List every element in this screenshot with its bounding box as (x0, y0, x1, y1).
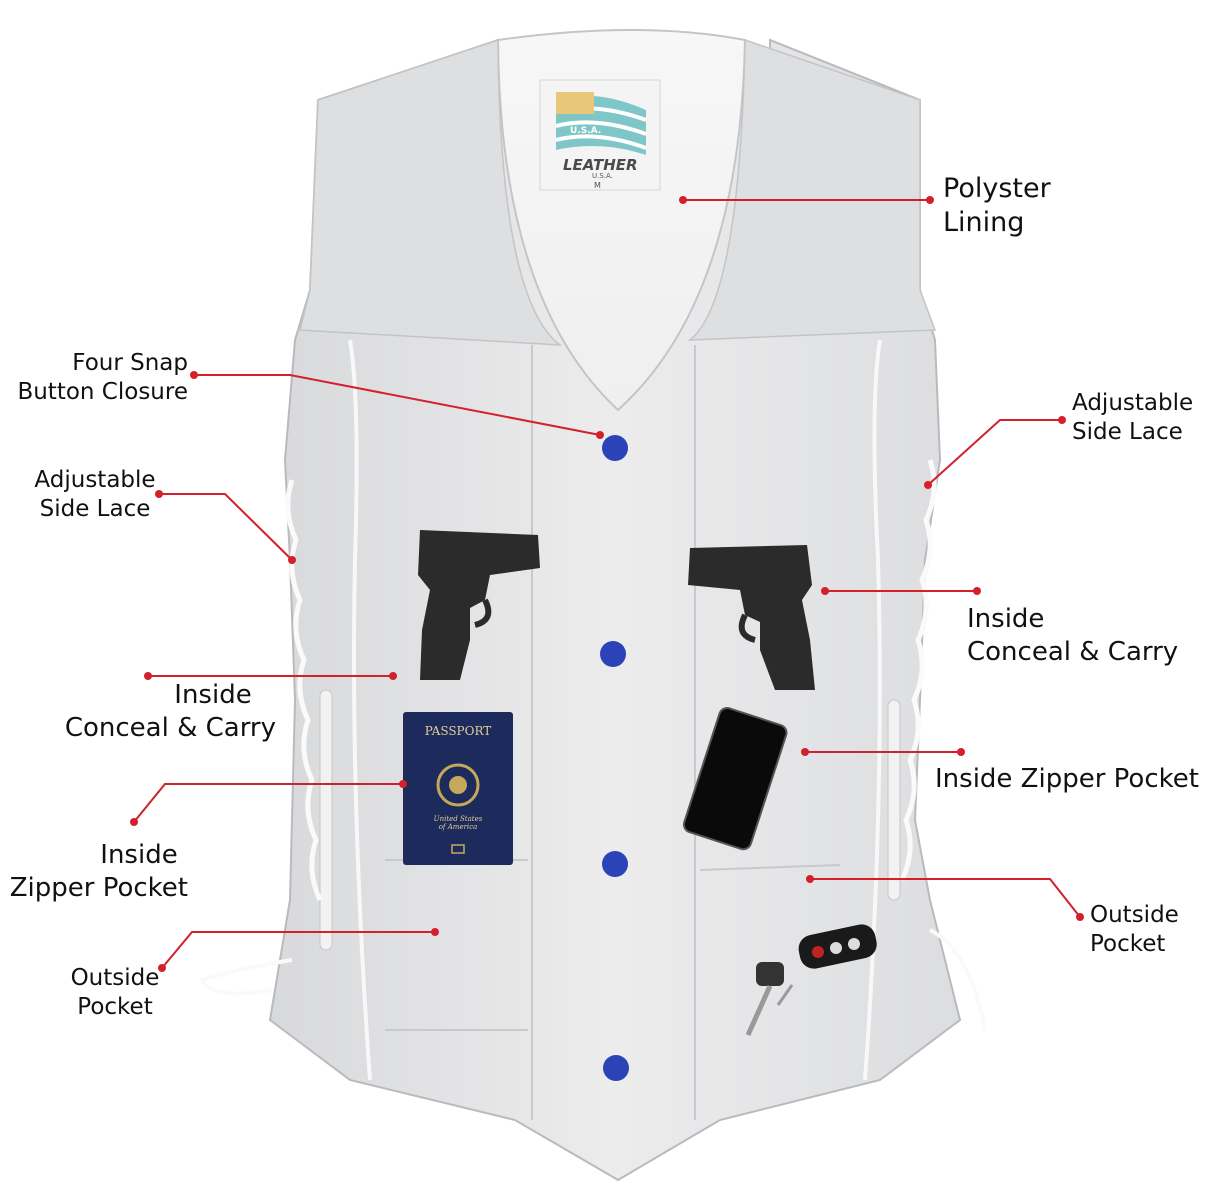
label-conceal-left: Inside Conceal & Carry (40, 679, 276, 745)
leader-side-lace-right-dot (1058, 416, 1066, 424)
smartphone-icon (682, 707, 788, 851)
label-conceal-right-line2: Conceal & Carry (967, 637, 1179, 667)
leader-snap-closure (194, 374, 601, 436)
passport-country-line2: of America (438, 823, 478, 831)
label-zipper-right: Inside Zipper Pocket (935, 763, 1199, 796)
label-snap-closure: Four Snap Button Closure (0, 349, 188, 407)
passport-country: United States of America (413, 815, 503, 831)
pistol-icon (418, 530, 540, 680)
leader-outside-left-dot (431, 928, 439, 936)
label-side-lace-right-line1: Adjustable (1072, 390, 1194, 416)
passport-country-line1: United States (433, 815, 483, 823)
leader-snap-closure-dot (596, 431, 604, 439)
leader-zipper-left-dot (399, 780, 407, 788)
label-conceal-right: Inside Conceal & Carry (967, 603, 1178, 669)
label-outside-left: Outside Pocket (50, 964, 180, 1022)
leader-conceal-left-dot (144, 672, 152, 680)
label-snap-closure-line1: Four Snap (72, 350, 188, 376)
brand-tag-size: M (594, 181, 601, 190)
leader-outside-right-dot (1076, 913, 1084, 921)
leader-side-lace-right-dot (924, 481, 932, 489)
leader-polyester-lining-dot (926, 196, 934, 204)
leader-snap-closure-dot (190, 371, 198, 379)
label-outside-left-line2: Pocket (77, 994, 153, 1020)
label-conceal-left-line1: Inside (174, 680, 252, 710)
leader-lines (130, 196, 1084, 972)
label-outside-right-line1: Outside (1090, 902, 1179, 928)
car-key-fob-icon (745, 924, 877, 1037)
brand-tag-flag-text: U.S.A. (570, 126, 602, 136)
leader-outside-left (161, 931, 435, 969)
label-conceal-right-line1: Inside (967, 604, 1045, 634)
label-conceal-left-line2: Conceal & Carry (64, 713, 276, 743)
leader-side-lace-left (159, 493, 293, 561)
label-zipper-left: Inside Zipper Pocket (0, 839, 188, 905)
label-side-lace-right: Adjustable Side Lace (1072, 389, 1193, 447)
leader-outside-left-dot (158, 964, 166, 972)
leader-zipper-left-dot (130, 818, 138, 826)
label-polyester-lining: Polyster Lining (943, 172, 1051, 240)
label-side-lace-left: Adjustable Side Lace (20, 466, 170, 524)
label-outside-left-line1: Outside (70, 965, 160, 991)
snap-button (603, 1055, 629, 1081)
snap-button (600, 641, 626, 667)
snap-button (602, 435, 628, 461)
leader-outside-right-dot (806, 875, 814, 883)
label-outside-right-line2: Pocket (1090, 931, 1166, 957)
leader-zipper-left (133, 783, 403, 823)
leader-zipper-right-dot (957, 748, 965, 756)
american-flag-icon (555, 92, 647, 155)
leader-side-lace-left-dot (155, 490, 163, 498)
label-outside-right: Outside Pocket (1090, 901, 1179, 959)
leader-conceal-left-dot (389, 672, 397, 680)
leader-outside-right (810, 878, 1081, 918)
passport-title: PASSPORT (424, 724, 492, 738)
label-zipper-right-line1: Inside Zipper Pocket (935, 764, 1199, 794)
label-zipper-left-line2: Zipper Pocket (9, 873, 188, 903)
label-side-lace-left-line1: Adjustable (34, 467, 156, 493)
leader-zipper-right-dot (801, 748, 809, 756)
label-side-lace-left-line2: Side Lace (39, 496, 151, 522)
snap-buttons (600, 435, 629, 1081)
leader-conceal-right-dot (821, 587, 829, 595)
snap-button (602, 851, 628, 877)
leader-side-lace-right (927, 419, 1062, 486)
brand-tag (539, 79, 661, 191)
vest-body (199, 28, 987, 1182)
label-snap-closure-line2: Button Closure (17, 379, 188, 405)
label-polyester-lining-line2: Lining (943, 207, 1025, 238)
passport (403, 712, 513, 865)
leader-side-lace-left-dot (288, 556, 296, 564)
leader-conceal-right-dot (973, 587, 981, 595)
label-zipper-left-line1: Inside (100, 840, 178, 870)
pistol-icon (688, 545, 815, 690)
brand-tag-brand: LEATHER (563, 156, 638, 174)
eagle-seal-icon (436, 763, 480, 807)
label-polyester-lining-line1: Polyster (943, 173, 1051, 204)
label-side-lace-right-line2: Side Lace (1072, 419, 1183, 445)
leader-polyester-lining-dot (679, 196, 687, 204)
brand-tag-country: U.S.A. (592, 172, 613, 180)
